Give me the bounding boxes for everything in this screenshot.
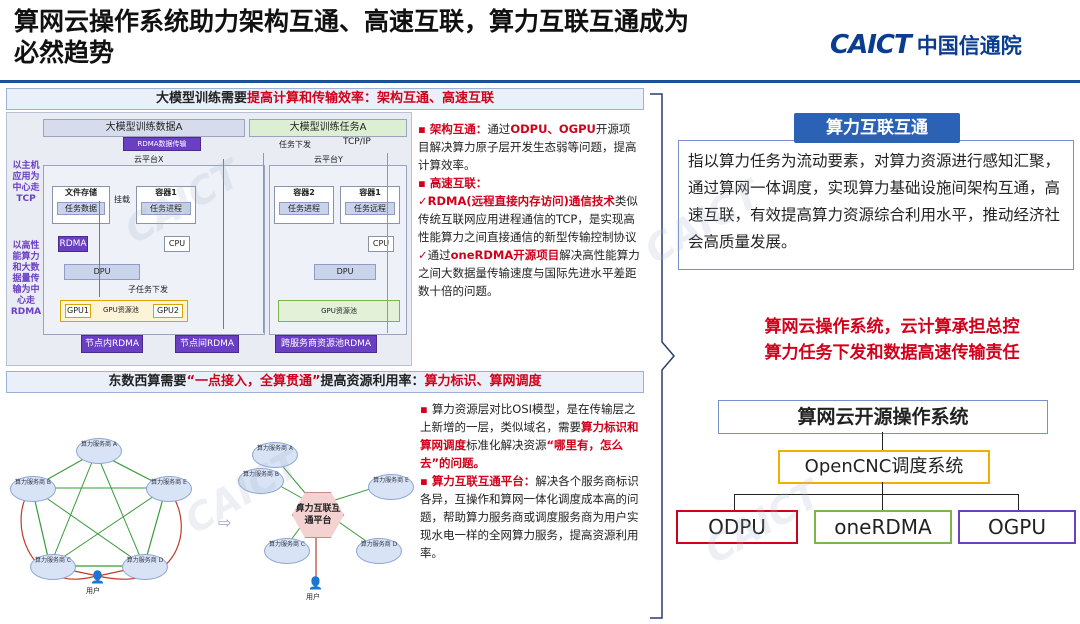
watermark-4: CAICT — [697, 471, 828, 573]
container-1-x: 容器1 任务进程 — [136, 186, 196, 224]
caict-logo: CAICT 中国信通院 — [830, 30, 1022, 60]
task-a-data-bar: 大模型训练数据A — [43, 119, 245, 137]
provider-c-cloud: 算力服务商 C — [30, 554, 76, 580]
cpu-y: CPU — [368, 236, 394, 252]
container-1-y: 容器1 任务远程 — [340, 186, 400, 224]
provider-e-cloud: 算力服务商 E — [146, 476, 192, 502]
logo-cn: 中国信通院 — [916, 34, 1022, 58]
provider-b-cloud: 算力服务商 B — [10, 476, 56, 502]
point-platform: ▪ 算力互联互通平台：解决各个服务商标识各异，互操作和算网一体化调度成本高的问题… — [420, 474, 639, 560]
right-brace — [650, 93, 675, 619]
dispatch-label: 任务下发 — [279, 140, 311, 149]
provider-e-cloud-2: 算力服务商 E — [368, 474, 414, 500]
gpu-pool-x: GPU1 GPU资源池 GPU2 — [60, 300, 188, 322]
rdma-transfer-label: RDMA数据传输 — [123, 137, 201, 151]
section1-heading-prefix: 大模型训练需要 — [155, 91, 247, 106]
cloud-platform-y: 云平台Y 容器2 任务进程 容器1 任务远程 CPU DPU GPU资源池 — [269, 155, 407, 335]
intra-node-rdma: 节点内RDMA — [81, 335, 143, 353]
logo-en: CAICT — [830, 30, 912, 60]
ogpu-box: OGPU — [958, 510, 1076, 544]
os-title-box: 算网云开源操作系统 — [718, 400, 1048, 434]
point-osi: ▪ 算力资源层对比OSI模型，是在传输层之上新增的一层，类似域名，需要算力标识和… — [420, 402, 639, 470]
header-divider — [0, 80, 1080, 83]
section2-heading: 东数西算需要“一点接入，全算贯通”提高资源利用率：算力标识、算网调度 — [6, 371, 644, 393]
dpu-x: DPU — [64, 264, 140, 280]
section1-heading: 大模型训练需要提高计算和传输效率：架构互通、高速互联 — [6, 88, 644, 110]
scheduler-box: OpenCNC调度系统 — [778, 450, 990, 484]
section2-points: ▪ 算力资源层对比OSI模型，是在传输层之上新增的一层，类似域名，需要算力标识和… — [420, 400, 642, 562]
container-2-y: 容器2 任务进程 — [274, 186, 334, 224]
cpu-x: CPU — [164, 236, 190, 252]
provider-d-cloud: 算力服务商 D — [122, 554, 168, 580]
provider-d-cloud-2: 算力服务商 D — [356, 538, 402, 564]
task-a-train-bar: 大模型训练任务A — [249, 119, 407, 137]
cross-provider-rdma: 跨服务商资源池RDMA — [275, 335, 377, 353]
section1-points: ▪ 架构互通：通过ODPU、OGPU开源项目解决算力原子层开发生态弱等问题，提高… — [418, 120, 640, 300]
interconnect-badge: 算力互联互通 — [794, 113, 960, 143]
odpu-box: ODPU — [676, 510, 798, 544]
point-arch: ▪ 架构互通：通过ODPU、OGPU开源项目解决算力原子层开发生态弱等问题，提高… — [418, 122, 637, 172]
gpu-pool-y: GPU资源池 — [278, 300, 400, 322]
os-responsibility: 算网云操作系统，云计算承担总控 算力任务下发和数据高速传输责任 — [764, 317, 1020, 363]
compute-network-diagram: ⇨ 算力服务商 A 算力服务商 B 算力服务商 E 算力服务商 C 算力服务商 … — [6, 396, 416, 622]
user-icon-right: 👤 — [308, 576, 323, 590]
section1-heading-red: 提高计算和传输效率：架构互通、高速互联 — [247, 91, 495, 106]
user-icon-left: 👤 — [90, 570, 105, 584]
file-storage-x: 文件存储 任务数据 — [52, 186, 110, 224]
provider-c-cloud-2: 算力服务商 C — [264, 538, 310, 564]
rdma-badge: RDMA — [58, 236, 88, 252]
title-line-2: 必然趋势 — [14, 38, 115, 67]
tcpip-label: TCP/IP — [343, 137, 371, 147]
point-rdma: ✓RDMA(远程直接内存访问)通信技术类似传统互联网应用进程通信的TCP，是实现… — [418, 194, 638, 244]
user-label-right: 用户 — [306, 593, 320, 601]
inter-node-rdma: 节点间RDMA — [175, 335, 239, 353]
definition-text: 指以算力任务为流动要素，对算力资源进行感知汇聚，通过算网一体调度，实现算力基础设… — [688, 152, 1061, 251]
title-line-1: 算网云操作系统助力架构互通、高速互联，算力互联互通成为 — [14, 7, 690, 36]
cloud-platform-x: 云平台X 文件存储 任务数据 挂载 容器1 任务进程 RDMA CPU DPU … — [43, 155, 265, 335]
svg-text:⇨: ⇨ — [218, 513, 231, 532]
user-label-left: 用户 — [86, 587, 100, 595]
provider-a-cloud: 算力服务商 A — [76, 438, 122, 464]
dpu-y: DPU — [314, 264, 376, 280]
point-onerdma: ✓通过oneRDMA开源项目解决高性能算力之间大数据量传输速度与国际先进水平差距… — [418, 248, 640, 298]
page-title: 算网云操作系统助力架构互通、高速互联，算力互联互通成为 必然趋势 — [14, 6, 814, 68]
point-speed: ▪ 高速互联： — [418, 176, 488, 190]
provider-b-cloud-2: 算力服务商 B — [238, 468, 284, 494]
onerdma-box: oneRDMA — [814, 510, 952, 544]
provider-a-cloud-2: 算力服务商 A — [252, 442, 298, 468]
